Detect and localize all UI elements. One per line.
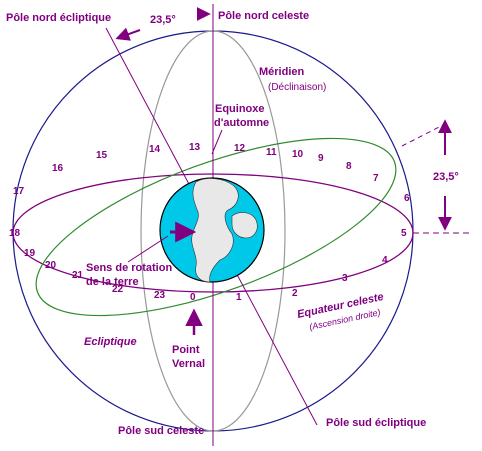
hour-marker-13: 13 xyxy=(189,142,201,153)
label-pole-sud-ecliptique: Pôle sud écliptique xyxy=(326,417,426,429)
hour-marker-10: 10 xyxy=(292,149,304,160)
hour-marker-21: 21 xyxy=(72,270,84,281)
hour-marker-20: 20 xyxy=(45,260,57,271)
earth-land-mass xyxy=(191,178,239,283)
ecliptic-extension-dashed xyxy=(401,124,444,147)
label-angle-right: 23,5° xyxy=(433,171,459,183)
hour-marker-22: 22 xyxy=(112,284,124,295)
ecliptic-circle xyxy=(35,137,397,317)
label-sens-rotation-1: Sens de rotation xyxy=(86,262,172,274)
hour-marker-12: 12 xyxy=(234,143,246,154)
hour-marker-14: 14 xyxy=(149,144,161,155)
label-pole-sud-celeste: Pôle sud celeste xyxy=(118,425,204,437)
label-point-vernal-1: Point xyxy=(172,344,200,356)
label-ecliptique: Ecliptique xyxy=(84,336,137,348)
hour-marker-9: 9 xyxy=(318,153,324,164)
hour-marker-2: 2 xyxy=(292,288,298,299)
hour-marker-18: 18 xyxy=(9,228,21,239)
hour-marker-6: 6 xyxy=(404,193,410,204)
label-pole-nord-celeste: Pôle nord celeste xyxy=(218,10,309,22)
label-equinoxe-2: d'automne xyxy=(214,117,269,129)
hour-marker-15: 15 xyxy=(96,150,108,161)
label-angle-top: 23,5° xyxy=(150,14,176,26)
hour-marker-17: 17 xyxy=(13,186,25,197)
label-pole-nord-ecliptique: Pôle nord écliptique xyxy=(6,12,111,24)
label-meridien: Méridien xyxy=(259,66,305,78)
hour-marker-4: 4 xyxy=(382,255,388,266)
earth-globe xyxy=(159,177,265,283)
hour-marker-11: 11 xyxy=(266,147,277,158)
hour-marker-8: 8 xyxy=(346,161,352,172)
equinox-pointer xyxy=(211,129,223,155)
label-equinoxe-1: Equinoxe xyxy=(215,103,265,115)
arrow-ecliptic-pole xyxy=(115,27,141,41)
hour-marker-0: 0 xyxy=(190,292,196,303)
earth-australia xyxy=(231,212,258,239)
hour-marker-5: 5 xyxy=(401,228,407,239)
hour-marker-3: 3 xyxy=(342,273,348,284)
hour-marker-16: 16 xyxy=(52,163,64,174)
label-declinaison: (Déclinaison) xyxy=(268,82,326,93)
hour-marker-7: 7 xyxy=(373,173,379,184)
rotation-pointer xyxy=(127,235,169,263)
hour-marker-19: 19 xyxy=(24,248,36,259)
hour-marker-23: 23 xyxy=(154,290,166,301)
label-sens-rotation-2: de la terre xyxy=(86,276,139,288)
hour-marker-1: 1 xyxy=(236,292,242,303)
label-point-vernal-2: Vernal xyxy=(172,358,205,370)
